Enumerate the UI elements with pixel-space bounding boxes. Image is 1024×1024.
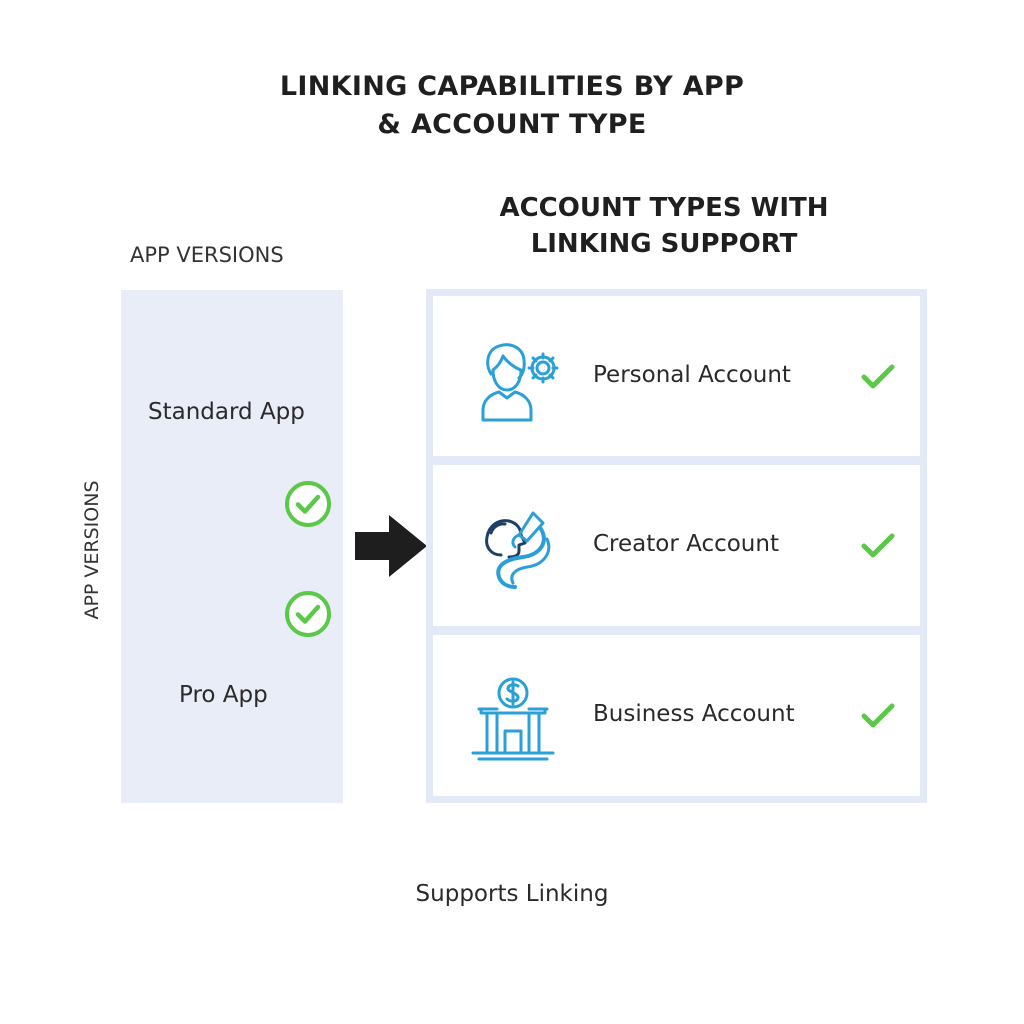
account-creator-label: Creator Account (593, 531, 779, 557)
account-types-heading: ACCOUNT TYPES WITH LINKING SUPPORT (432, 190, 896, 262)
creator-brush-icon (485, 511, 551, 589)
person-gear-icon (481, 343, 559, 422)
footer-caption: Supports Linking (415, 881, 609, 907)
check-icon (861, 364, 895, 389)
circle-check-icon (285, 481, 331, 527)
account-types-heading-line-2: LINKING SUPPORT (530, 229, 798, 259)
app-versions-panel: Standard App Pro App (121, 290, 343, 803)
check-icon (861, 533, 895, 558)
bank-dollar-icon (471, 677, 555, 761)
diagram-title: LINKING CAPABILITIES BY APP & ACCOUNT TY… (212, 68, 812, 144)
circle-check-icon (285, 591, 331, 637)
right-arrow-icon (355, 515, 427, 577)
account-card-personal: Personal Account (433, 296, 920, 456)
account-types-heading-line-1: ACCOUNT TYPES WITH (499, 193, 829, 223)
account-business-label: Business Account (593, 701, 795, 727)
title-line-2: & ACCOUNT TYPE (377, 109, 647, 140)
app-versions-vertical-label: APP VERSIONS (81, 480, 103, 620)
account-personal-label: Personal Account (593, 362, 791, 388)
app-standard-label: Standard App (148, 399, 305, 425)
app-versions-heading: APP VERSIONS (130, 243, 284, 267)
title-line-1: LINKING CAPABILITIES BY APP (279, 71, 745, 102)
account-card-business: Business Account (433, 635, 920, 796)
check-icon (861, 703, 895, 728)
account-card-creator: Creator Account (433, 465, 920, 626)
app-pro-label: Pro App (179, 682, 268, 708)
account-types-panel: Personal Account Creator Account (426, 289, 927, 803)
